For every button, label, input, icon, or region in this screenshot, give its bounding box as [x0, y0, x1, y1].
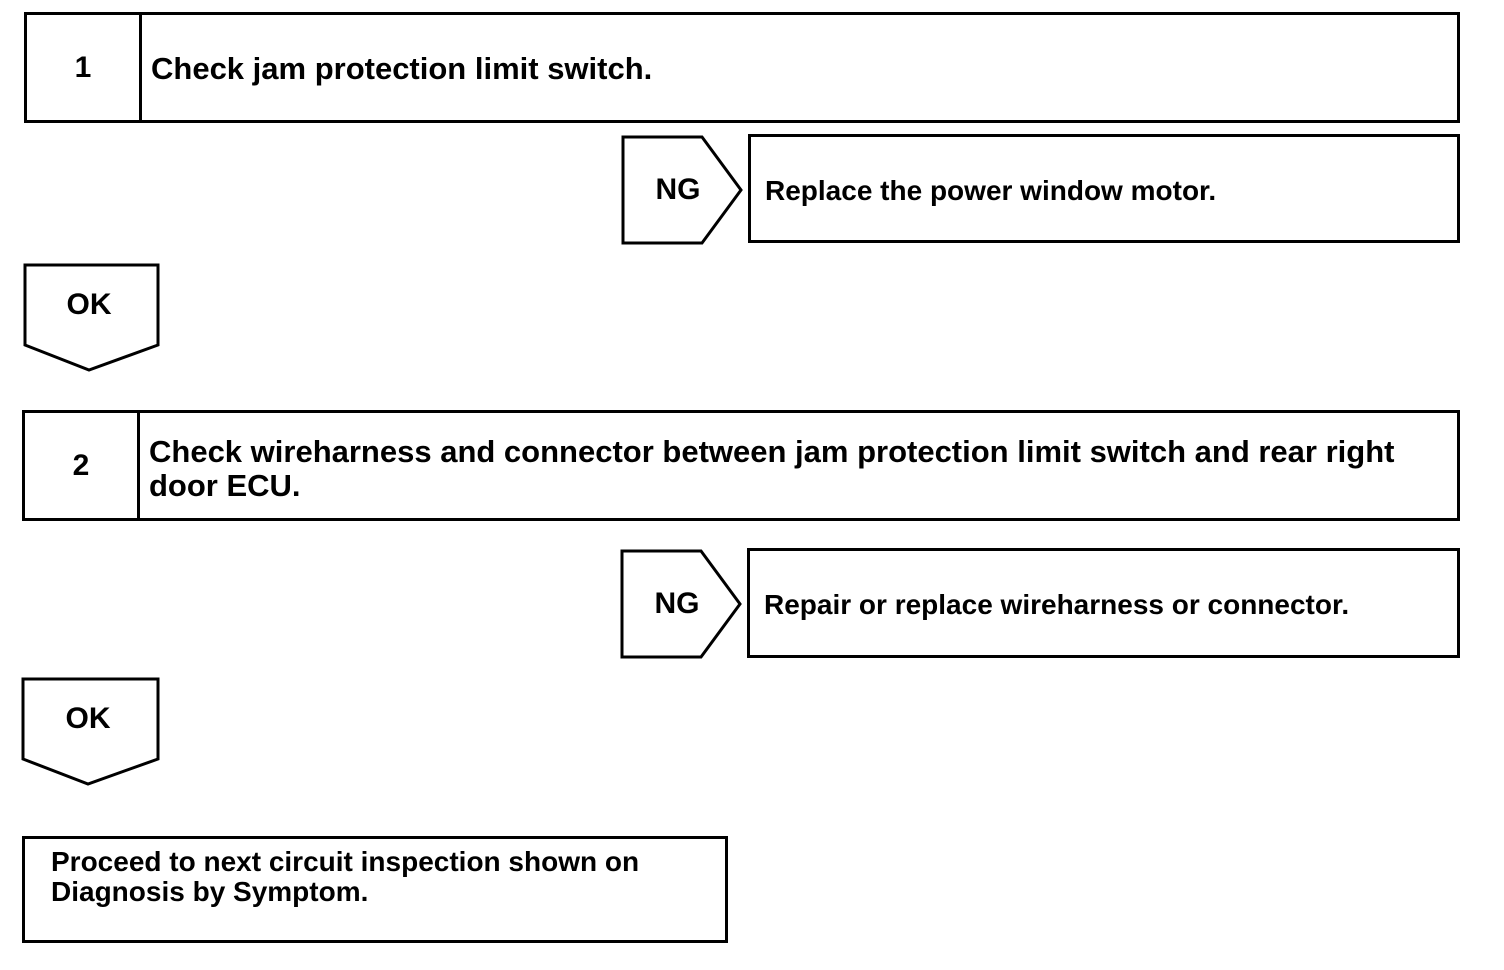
step-1-text: Check jam protection limit switch.: [151, 51, 653, 86]
step-1-ng-arrow: [621, 135, 743, 245]
step-1-ok-label: OK: [66, 288, 112, 321]
final-action-text: Proceed to next circuit inspection shown…: [51, 846, 640, 907]
final-action-box: Proceed to next circuit inspection shown…: [22, 836, 728, 943]
step-1-ng-result-box: Replace the power window motor.: [748, 134, 1460, 243]
step-2-ok-arrow: [21, 677, 160, 786]
step-1-ok-arrow: [23, 263, 160, 372]
step-2-ng-result-box: Repair or replace wireharness or connect…: [747, 548, 1460, 658]
step-2-text: Check wireharness and connector between …: [149, 434, 1395, 503]
step-2-ng-result-text: Repair or replace wireharness or connect…: [764, 589, 1350, 620]
step-1-number: 1: [27, 15, 142, 120]
step-2-box: 2 Check wireharness and connector betwee…: [22, 410, 1460, 521]
step-2-ok-label: OK: [65, 702, 111, 735]
step-2-ng-arrow: [620, 549, 742, 659]
step-1-box: 1 Check jam protection limit switch.: [24, 12, 1460, 123]
step-2-ng-label: NG: [654, 587, 700, 620]
step-2-number: 2: [25, 413, 140, 518]
step-1-ng-result-text: Replace the power window motor.: [765, 175, 1217, 206]
step-1-ng-label: NG: [655, 173, 701, 206]
